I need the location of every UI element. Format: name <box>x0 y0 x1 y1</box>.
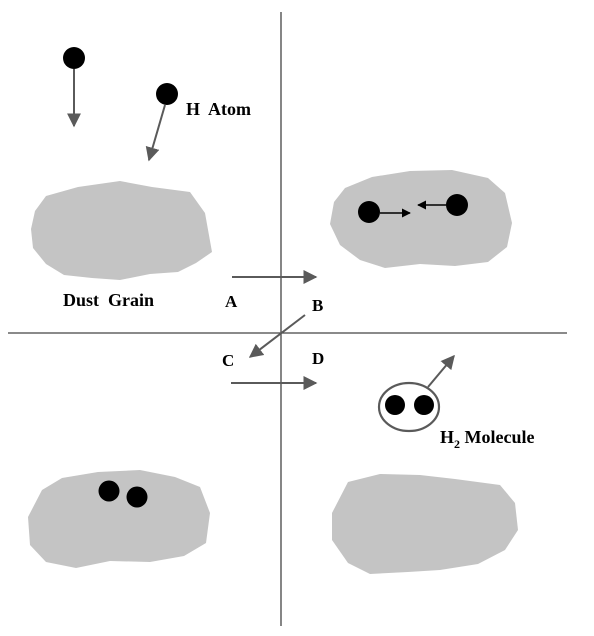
h2-molecule-atom-left <box>385 395 405 415</box>
panel-label-c: C <box>222 351 234 370</box>
arrow-b-to-c <box>248 314 306 358</box>
h-atom-label: H Atom <box>186 99 251 119</box>
h-atom-paired-left <box>98 480 120 502</box>
dust-grain-c <box>28 470 210 568</box>
dust-grain-a <box>31 181 212 280</box>
h-atom-falling-diagonal <box>156 83 178 105</box>
arrow-down-diagonal <box>145 104 166 162</box>
dust-grain-b <box>330 170 512 268</box>
dust-grain-d <box>332 474 518 574</box>
h2-molecule-label: H2 Molecule <box>440 427 535 451</box>
panel-label-b: B <box>312 296 323 315</box>
h-atom-falling-vertical <box>63 47 85 69</box>
h2-molecule-atom-right <box>414 395 434 415</box>
dust-grain-label: Dust Grain <box>63 290 154 310</box>
arrow-h2-escape <box>427 354 455 388</box>
h-atom-adsorbed-left <box>358 201 380 223</box>
h-atom-adsorbed-right <box>446 194 468 216</box>
h-atom-paired-right <box>126 486 148 508</box>
panel-label-d: D <box>312 349 324 368</box>
panel-label-a: A <box>225 292 238 311</box>
